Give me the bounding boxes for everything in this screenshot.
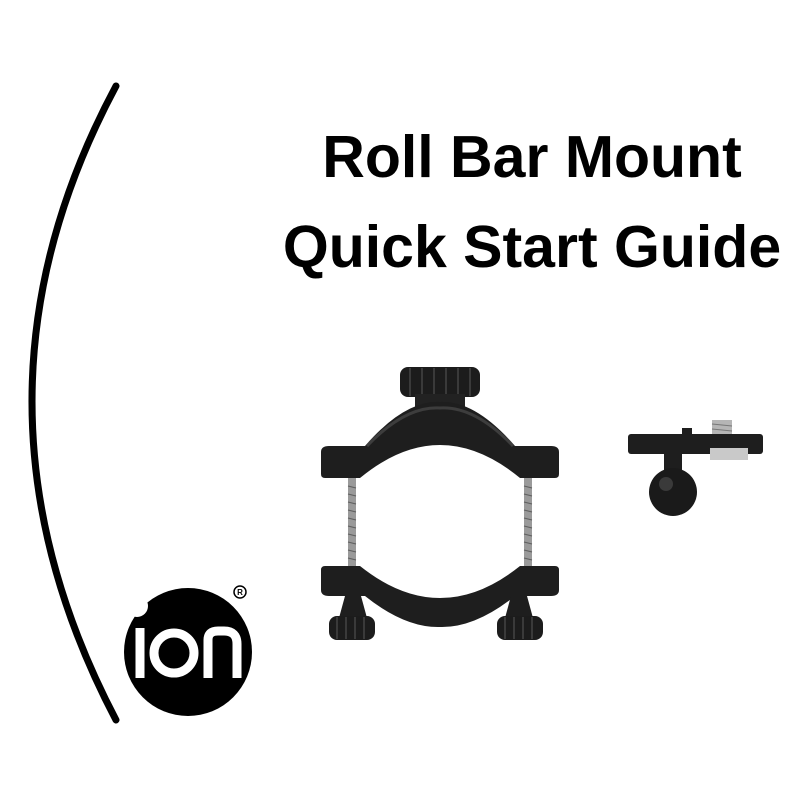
svg-text:R: R xyxy=(237,588,243,597)
title-line-2: Quick Start Guide xyxy=(262,202,802,292)
ball-adapter-illustration xyxy=(624,420,769,520)
page-title: Roll Bar Mount Quick Start Guide xyxy=(262,112,802,292)
ion-logo: R xyxy=(122,580,260,718)
roll-bar-mount-illustration xyxy=(315,362,565,647)
title-line-1: Roll Bar Mount xyxy=(262,112,802,202)
